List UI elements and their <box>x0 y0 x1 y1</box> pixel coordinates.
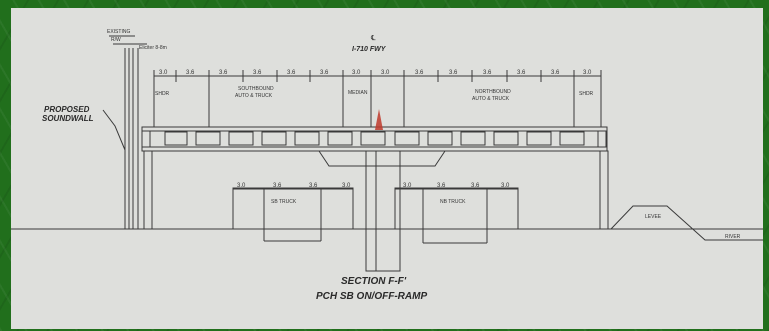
northbound-label-2: AUTO & TRUCK <box>472 96 510 102</box>
levee <box>610 205 763 241</box>
median-label: MEDIAN <box>348 90 368 96</box>
soundwall-label-2: SOUNDWALL <box>42 114 94 123</box>
deck-cells <box>164 131 585 146</box>
upper-lane-ticks <box>153 70 602 127</box>
lower-right-dim-3: 3.6 <box>471 183 480 189</box>
dim-10: 3.6 <box>449 70 458 76</box>
lower-left-dim-3: 3.6 <box>309 183 318 189</box>
eliciter-note: Eliciter 8-8m <box>139 45 167 51</box>
dim-9: 3.6 <box>415 70 424 76</box>
sb-lower-deck <box>232 187 354 230</box>
dim-13: 3.6 <box>551 70 560 76</box>
section-title: SECTION F-F' <box>341 276 407 287</box>
soundwall-label-1: PROPOSED <box>44 105 90 114</box>
dim-3: 3.6 <box>219 70 228 76</box>
levee-label: LEVEE <box>645 214 662 220</box>
dim-12: 3.6 <box>517 70 526 76</box>
dim-6: 3.6 <box>320 70 329 76</box>
southbound-label-1: SOUTHBOUND <box>238 86 274 92</box>
center-bent-cap <box>318 150 446 167</box>
lower-left-dim-1: 3.0 <box>237 183 246 189</box>
existing-note: EXISTING <box>107 29 130 35</box>
centerline-symbol: ℄ <box>370 35 376 42</box>
lower-right-dim-1: 3.0 <box>403 183 412 189</box>
southbound-label-2: AUTO & TRUCK <box>235 93 273 99</box>
nb-truck-label: NB TRUCK <box>440 199 466 205</box>
shoulder-right-label: SHDR <box>579 91 594 97</box>
shoulder-left-label: SHDR <box>155 91 170 97</box>
right-pier <box>599 150 609 230</box>
dim-4: 3.6 <box>253 70 262 76</box>
dim-14: 3.0 <box>583 70 592 76</box>
section-subtitle: PCH SB ON/OFF-RAMP <box>316 291 427 302</box>
centerline-marker <box>375 109 383 130</box>
dim-8: 3.0 <box>381 70 390 76</box>
drawing-sheet: EXISTING R/W Eliciter 8-8m ℄ I-710 FWY P… <box>11 8 763 329</box>
dim-5: 3.6 <box>287 70 296 76</box>
northbound-label-1: NORTHBOUND <box>475 89 511 95</box>
dim-11: 3.6 <box>483 70 492 76</box>
dim-7: 3.0 <box>352 70 361 76</box>
sb-truck-label: SB TRUCK <box>271 199 297 205</box>
dim-1: 3.0 <box>159 70 168 76</box>
lower-left-dim-4: 3.0 <box>342 183 351 189</box>
rw-note: R/W <box>111 37 121 43</box>
lower-right-dim-2: 3.6 <box>437 183 446 189</box>
left-pier <box>143 150 153 230</box>
cross-section-drawing: EXISTING R/W Eliciter 8-8m ℄ I-710 FWY P… <box>11 29 763 302</box>
center-column <box>365 150 401 272</box>
river-label: RIVER <box>725 234 741 240</box>
freeway-label: I-710 FWY <box>352 46 387 53</box>
nb-lower-deck <box>394 187 519 230</box>
lower-right-dim-4: 3.0 <box>501 183 510 189</box>
soundwall-leader <box>102 109 126 151</box>
lower-left-dim-2: 3.6 <box>273 183 282 189</box>
dim-2: 3.6 <box>186 70 195 76</box>
